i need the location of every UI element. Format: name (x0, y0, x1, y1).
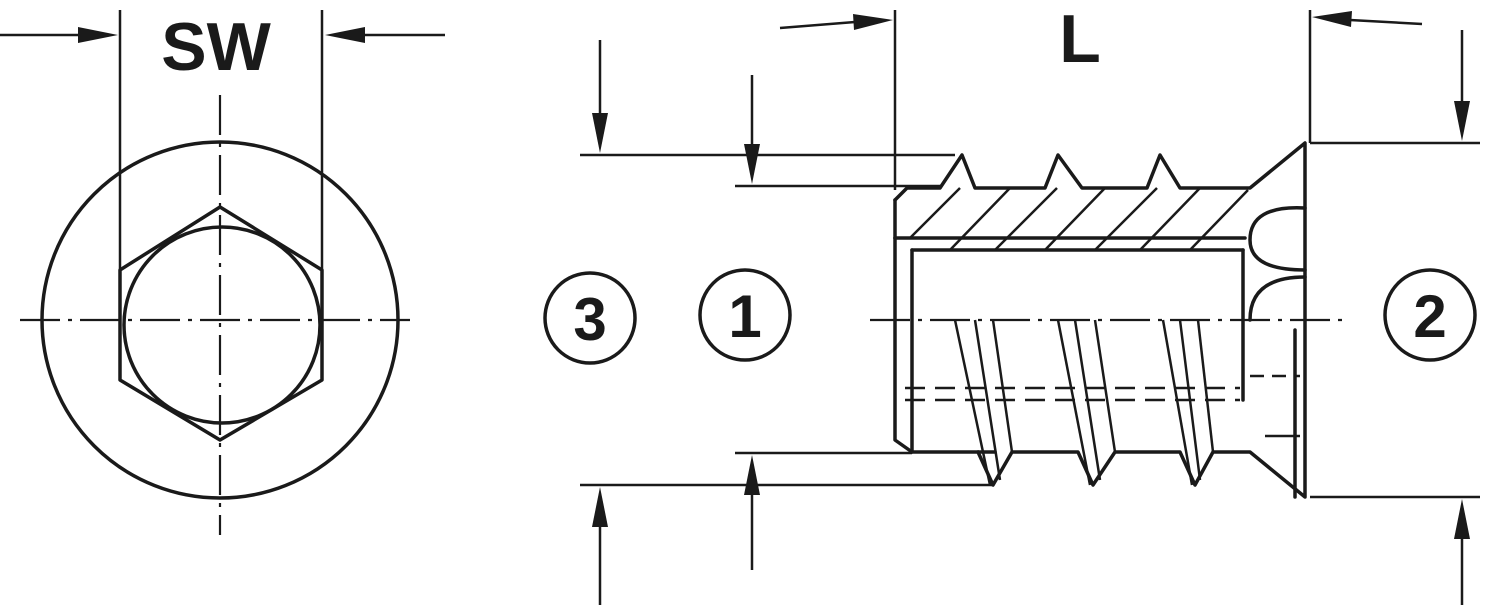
arrow-icon (1454, 499, 1470, 539)
arrow-icon (1454, 101, 1470, 141)
callout-1: 1 (698, 268, 792, 362)
arrow-icon (853, 14, 893, 30)
l-label: L (1059, 1, 1101, 77)
arrow-icon (325, 27, 365, 43)
arrow-icon (592, 113, 608, 153)
svg-text:2: 2 (1413, 283, 1446, 350)
arrow-icon (78, 27, 118, 43)
arrow-icon (744, 455, 760, 495)
end-view: SW (0, 9, 445, 535)
thread-lines (905, 319, 1300, 486)
svg-text:1: 1 (728, 283, 761, 350)
arrow-icon (744, 144, 760, 184)
bore-circle (122, 225, 322, 425)
callout-2: 2 (1383, 268, 1477, 362)
arrow-icon (1312, 11, 1352, 27)
svg-text:3: 3 (573, 286, 606, 353)
arrow-icon (592, 487, 608, 527)
hatching (909, 187, 1249, 251)
sw-label: SW (161, 9, 271, 85)
callout-3: 3 (543, 271, 637, 365)
side-view: L (580, 1, 1480, 605)
